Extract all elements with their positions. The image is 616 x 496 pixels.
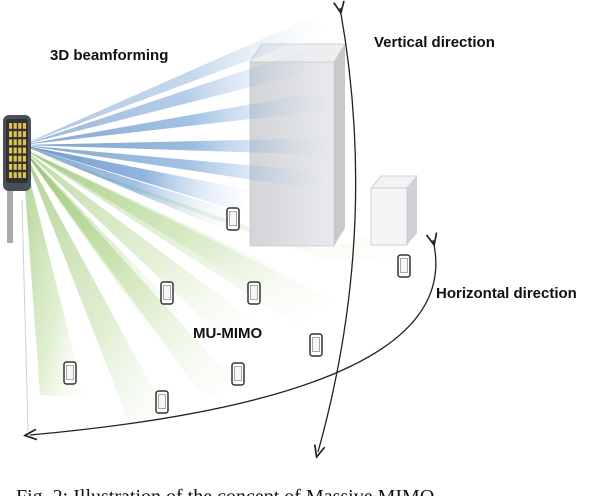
antenna-element — [22, 123, 26, 129]
antenna-element — [13, 155, 17, 162]
antenna-element — [13, 139, 17, 146]
phones — [63, 207, 411, 414]
phone-icon — [226, 207, 240, 231]
blue-beam — [22, 92, 330, 145]
phone-icon — [309, 333, 323, 357]
antenna-element — [22, 164, 26, 170]
small-building — [370, 175, 418, 246]
antenna-element — [22, 172, 26, 178]
phone-icon — [247, 281, 261, 305]
antenna-element — [22, 139, 26, 146]
blue-beam — [22, 18, 330, 145]
antenna-element — [13, 164, 17, 170]
phone-icon — [155, 390, 169, 414]
antenna-element — [9, 139, 13, 146]
antenna-element — [9, 155, 13, 162]
phone-icon — [63, 361, 77, 385]
vertical-direction-label: Vertical direction — [374, 34, 495, 51]
antenna-element — [18, 123, 22, 129]
blue-beam — [22, 52, 318, 145]
left-boundary-line — [21, 199, 29, 433]
antenna-element — [13, 131, 17, 137]
antenna-element — [22, 147, 26, 154]
horizontal-direction-label: Horizontal direction — [436, 285, 577, 302]
blue-beam — [22, 145, 325, 190]
horizontal-direction-arrow — [30, 240, 436, 435]
antenna-element — [13, 123, 17, 129]
antenna-element — [18, 139, 22, 146]
phone-icon — [160, 281, 174, 305]
antenna-element — [18, 155, 22, 162]
blue-beam — [22, 138, 332, 155]
antenna-element — [9, 131, 13, 137]
blue-beam — [22, 145, 230, 228]
antenna-element — [22, 131, 26, 137]
antenna-element — [13, 172, 17, 178]
phone-icon — [231, 362, 245, 386]
antenna-icon — [3, 115, 31, 243]
antenna-element — [9, 172, 13, 178]
blue-beam — [22, 145, 250, 212]
mumimo-label: MU-MIMO — [193, 325, 262, 342]
antenna-element — [18, 131, 22, 137]
antenna-element — [13, 147, 17, 154]
antenna-element — [18, 147, 22, 154]
antenna-element — [22, 155, 26, 162]
blue-beams — [22, 18, 332, 228]
antenna-element — [18, 164, 22, 170]
phone-icon — [397, 254, 411, 278]
antenna-element — [18, 172, 22, 178]
beamforming-label: 3D beamforming — [50, 47, 168, 64]
antenna-element — [9, 164, 13, 170]
antenna-element — [9, 123, 13, 129]
antenna-elements — [9, 123, 26, 178]
antenna-element — [9, 147, 13, 154]
figure-caption: Fig. 2: Illustration of the concept of M… — [16, 486, 434, 496]
